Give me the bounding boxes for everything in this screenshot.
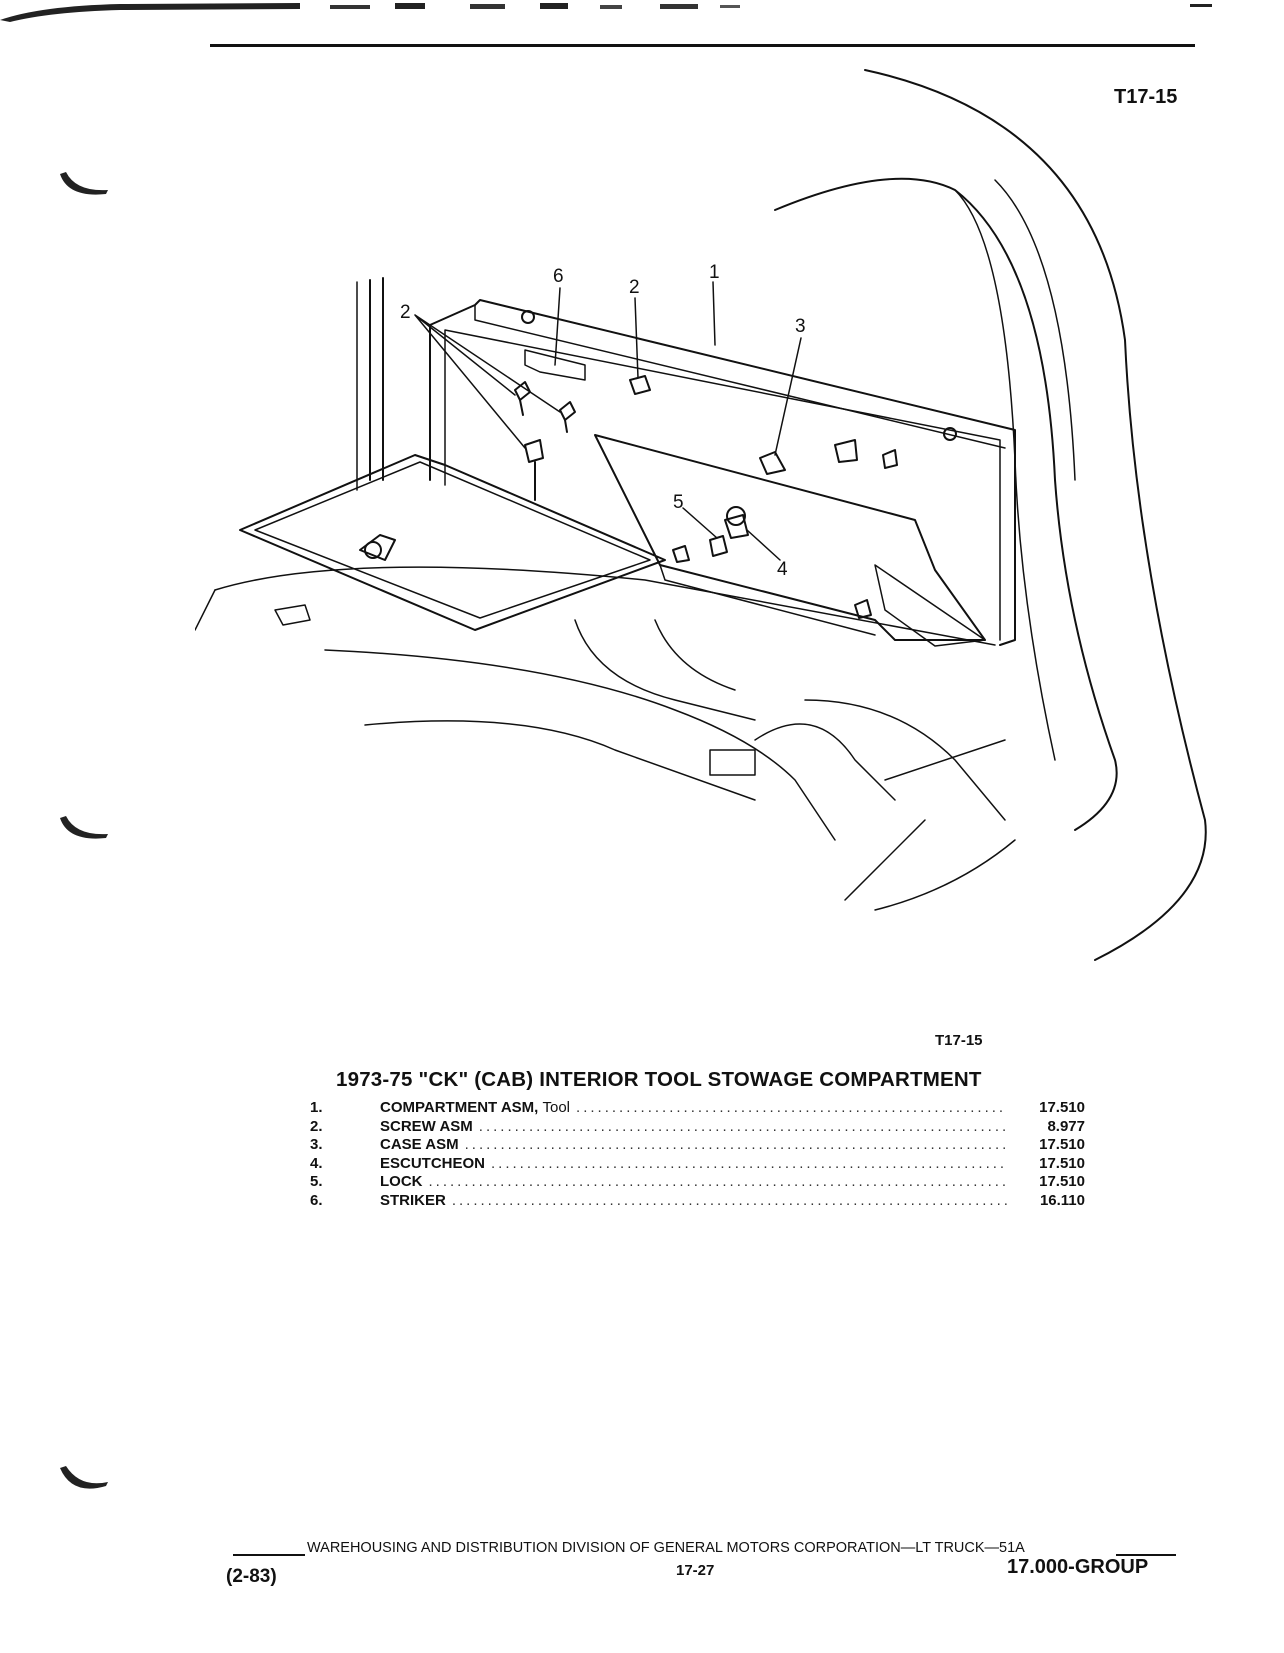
part-name: SCREW ASM (380, 1117, 473, 1135)
callout-5: 5 (673, 492, 684, 513)
footer-rule (1116, 1554, 1176, 1556)
footer-publisher: WAREHOUSING AND DISTRIBUTION DIVISION OF… (307, 1540, 1025, 1556)
part-name: LOCK (380, 1173, 423, 1191)
binder-mark (60, 1466, 108, 1489)
callout-1: 1 (709, 262, 720, 283)
list-item: 2. SCREW ASM 8.977 (310, 1118, 1085, 1137)
binder-mark (60, 816, 108, 839)
leader-dots (576, 1099, 1007, 1116)
callout-4: 4 (777, 559, 788, 580)
footer-date: (2-83) (226, 1566, 277, 1587)
leader-dots (429, 1173, 1008, 1190)
leader-dots (465, 1136, 1007, 1153)
part-number: 1. (310, 1099, 323, 1116)
parts-list: 1. COMPARTMENT ASM, Tool 17.510 2. SCREW… (310, 1099, 1085, 1211)
page-number: 17-27 (676, 1562, 715, 1579)
list-item: 1. COMPARTMENT ASM, Tool 17.510 (310, 1099, 1085, 1118)
part-name: COMPARTMENT ASM, Tool (380, 1099, 571, 1116)
leader-dots (479, 1118, 1007, 1135)
top-rule (210, 44, 1195, 47)
footer-rule (233, 1554, 305, 1556)
figure-code-bottom: T17-15 (935, 1032, 983, 1049)
part-name: CASE ASM (380, 1136, 459, 1154)
leader-dots (452, 1192, 1007, 1209)
part-number: 2. (310, 1117, 323, 1135)
leader-dots (491, 1155, 1007, 1172)
group-number: 17.510 (1039, 1099, 1085, 1116)
callout-2: 2 (629, 277, 640, 298)
part-number: 3. (310, 1136, 323, 1154)
list-item: 4. ESCUTCHEON 17.510 (310, 1155, 1085, 1174)
group-number: 8.977 (1047, 1117, 1085, 1135)
figure-code-top: T17-15 (1114, 86, 1178, 108)
list-item: 5. LOCK 17.510 (310, 1173, 1085, 1192)
part-number: 6. (310, 1191, 323, 1209)
callout-6: 6 (553, 266, 564, 287)
group-number: 17.510 (1039, 1173, 1085, 1191)
group-number: 17.510 (1039, 1154, 1085, 1172)
part-number: 4. (310, 1154, 323, 1172)
binder-mark (60, 172, 108, 195)
group-number: 17.510 (1039, 1136, 1085, 1154)
tool-compartment-illustration: 6 2 1 2 3 5 4 (195, 69, 1207, 961)
part-name: STRIKER (380, 1191, 446, 1209)
callout-2: 2 (400, 302, 411, 323)
part-number: 5. (310, 1173, 323, 1191)
footer-group: 17.000-GROUP (1007, 1556, 1149, 1578)
part-name: ESCUTCHEON (380, 1154, 486, 1172)
group-number: 16.110 (1039, 1191, 1085, 1209)
list-item: 3. CASE ASM 17.510 (310, 1136, 1085, 1155)
list-item: 6. STRIKER 16.110 (310, 1192, 1085, 1211)
callout-3: 3 (795, 316, 806, 337)
scan-edge-artifact (0, 3, 1212, 22)
parts-list-title: 1973-75 "CK" (CAB) INTERIOR TOOL STOWAGE… (336, 1068, 982, 1091)
